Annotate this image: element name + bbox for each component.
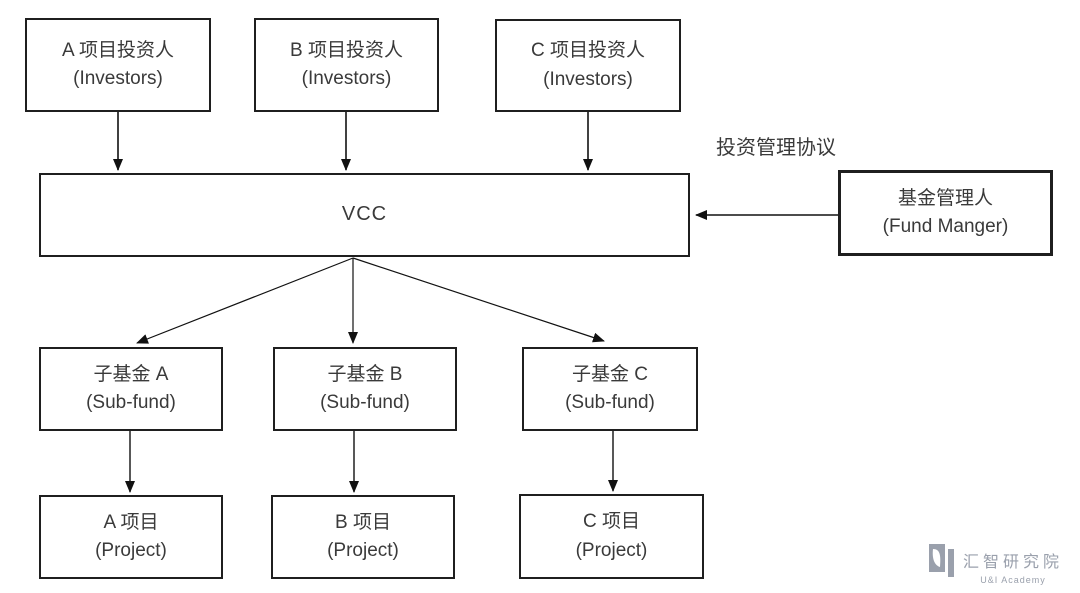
project-b-box: B 项目 (Project) — [271, 495, 455, 579]
project-a-label-en: (Project) — [95, 540, 167, 561]
arrow-vcc-to-subfund-a — [136, 257, 354, 344]
subfund-a-label-en: (Sub-fund) — [86, 392, 176, 413]
fund-manager-box: 基金管理人 (Fund Manger) — [838, 170, 1053, 256]
fund-manager-label-cn: 基金管理人 — [897, 187, 993, 209]
uai-logo-title: 汇智研究院 — [963, 554, 1064, 571]
investor-c-label-en: (Investors) — [543, 68, 633, 90]
investor-a-label-en: (Investors) — [73, 68, 163, 89]
investor-a-box: A 项目投资人 (Investors) — [25, 18, 211, 112]
uai-logo-subtitle: U&I Academy — [980, 575, 1046, 585]
investor-c-box: C 项目投资人 (Investors) — [495, 19, 681, 112]
investor-c-label-cn: C 项目投资人 — [530, 40, 645, 62]
subfund-c-label-en: (Sub-fund) — [565, 392, 655, 413]
subfund-a-label-cn: 子基金 A — [93, 363, 169, 385]
investor-b-label-cn: B 项目投资人 — [290, 39, 403, 61]
project-a-label-cn: A 项目 — [103, 511, 159, 533]
arrow-vcc-to-subfund-c — [352, 257, 605, 343]
project-c-label-en: (Project) — [575, 539, 648, 561]
vcc-box: VCC — [39, 173, 690, 257]
investment-management-agreement-label: 投资管理协议 — [716, 137, 836, 159]
investor-a-label-cn: A 项目投资人 — [62, 39, 174, 61]
subfund-c-box: 子基金 C (Sub-fund) — [522, 347, 698, 431]
investor-b-box: B 项目投资人 (Investors) — [254, 18, 439, 112]
uai-logo-icon — [929, 544, 954, 577]
fund-manager-label-en: (Fund Manger) — [882, 216, 1009, 237]
subfund-b-label-en: (Sub-fund) — [320, 392, 410, 413]
subfund-b-box: 子基金 B (Sub-fund) — [273, 347, 457, 431]
project-b-label-cn: B 项目 — [335, 511, 391, 533]
subfund-a-box: 子基金 A (Sub-fund) — [39, 347, 223, 431]
uai-logo-text: 汇智研究院 U&I Academy — [963, 542, 1063, 585]
project-c-label-cn: C 项目 — [582, 511, 640, 533]
subfund-b-label-cn: 子基金 B — [327, 363, 403, 385]
vcc-label: VCC — [341, 203, 388, 226]
subfund-c-label-cn: 子基金 C — [571, 363, 648, 385]
project-b-label-en: (Project) — [327, 540, 399, 561]
project-c-box: C 项目 (Project) — [519, 494, 704, 579]
uai-academy-logo: 汇智研究院 U&I Academy — [928, 542, 1063, 585]
project-a-box: A 项目 (Project) — [39, 495, 223, 579]
investor-b-label-en: (Investors) — [301, 68, 392, 89]
